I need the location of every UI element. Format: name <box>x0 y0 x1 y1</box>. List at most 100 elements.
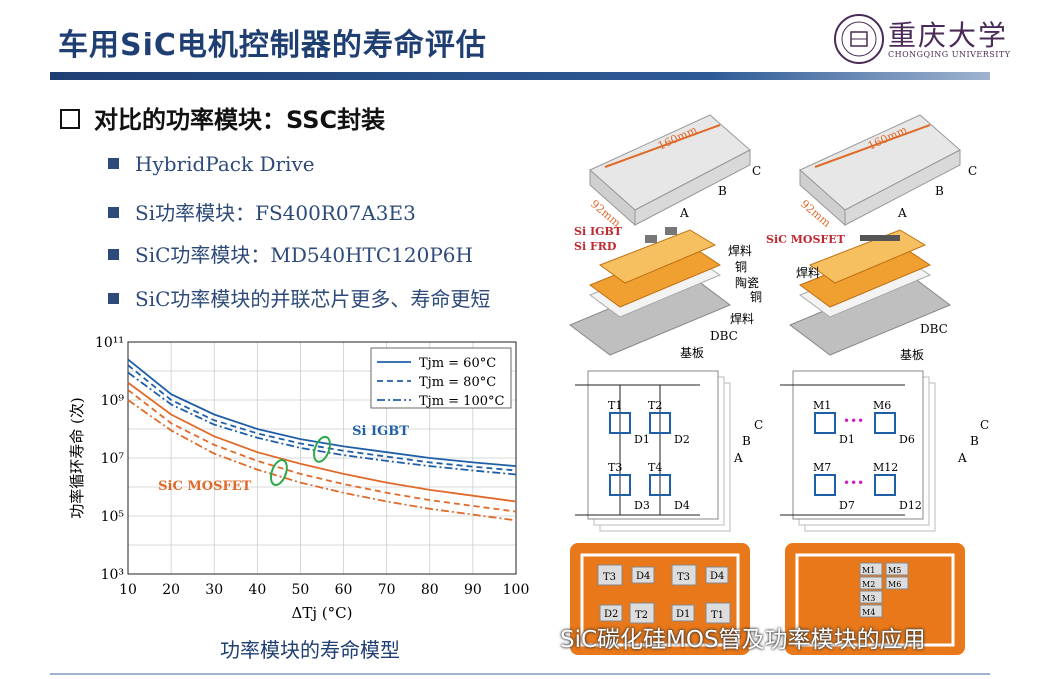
stack-label: Si IGBT <box>574 225 623 238</box>
power-module-figure: 160mm 160mm 92mm 92mm A B C A B C Si IGB… <box>569 114 989 655</box>
square-bullet-icon <box>108 158 119 169</box>
x-tick-label: 50 <box>292 582 310 598</box>
checkbox-bullet-icon <box>60 109 80 129</box>
square-bullet-icon <box>108 249 119 260</box>
device-label: D12 <box>899 499 922 512</box>
stack-label: 焊料 <box>728 243 752 258</box>
si-substrate-layout <box>570 543 750 655</box>
watermark-text: SiC碳化硅MOS管及功率模块的应用 <box>560 627 926 653</box>
stack-label: DBC <box>710 329 738 343</box>
chip-label: T3 <box>603 572 616 583</box>
annotation-label: SiC MOSFET <box>158 479 251 494</box>
device-label: D4 <box>674 499 690 512</box>
device-label: D1 <box>839 433 855 446</box>
stack-label: 焊料 <box>796 265 820 280</box>
device-label: D7 <box>839 499 855 512</box>
x-axis-label: ΔTj (°C) <box>292 604 353 622</box>
chip-label: D2 <box>604 609 618 620</box>
chip-label: M6 <box>888 580 901 589</box>
legend-box <box>370 347 512 409</box>
stack-label: 铜 <box>735 259 747 274</box>
terminal-label: A <box>733 451 743 465</box>
terminal-label: A <box>897 206 907 220</box>
x-tick-label: 10 <box>119 582 137 598</box>
chip-label: D4 <box>710 571 724 582</box>
stack-label: 陶瓷 <box>735 275 759 290</box>
sic-substrate-layout <box>785 543 965 655</box>
device-label: M12 <box>873 461 898 474</box>
series-line <box>127 364 517 472</box>
si-half-bridge-circuit <box>575 370 731 532</box>
stack-label: 焊料 <box>730 311 754 326</box>
plot-frame <box>127 341 517 575</box>
device-label: T2 <box>648 399 662 412</box>
bullet-item: HybridPack Drive <box>108 152 315 176</box>
x-tick-label: 30 <box>205 582 223 598</box>
slide-title: 车用SiC电机控制器的寿命评估 <box>58 28 487 63</box>
y-tick-label: 10³ <box>101 567 124 583</box>
terminal-label: B <box>935 184 944 198</box>
square-bullet-icon <box>108 207 119 218</box>
y-axis-label: 功率循环寿命 (次) <box>68 397 86 518</box>
stack-label: 基板 <box>680 346 704 360</box>
terminal-label: C <box>980 418 989 432</box>
series-line <box>127 371 517 476</box>
series-line <box>127 399 517 522</box>
legend-label: Tjm = 60°C <box>419 356 496 371</box>
device-label: T4 <box>648 461 662 474</box>
annotation-ellipse <box>313 435 331 463</box>
square-bullet-icon <box>108 293 119 304</box>
chip-label: M3 <box>862 594 875 603</box>
stack-label: 铜 <box>750 289 762 304</box>
device-label: T3 <box>608 461 622 474</box>
svg-text:•••: ••• <box>843 414 864 428</box>
chip-label: T1 <box>711 610 724 621</box>
terminal-label: A <box>679 206 689 220</box>
sic-module-housing <box>799 114 961 227</box>
y-tick-label: 10⁵ <box>101 509 125 525</box>
terminal-label: C <box>754 418 763 432</box>
terminal-label: B <box>742 434 751 448</box>
x-tick-label: 40 <box>248 582 266 598</box>
sic-half-bridge-circuit: ••• ••• <box>780 370 936 532</box>
x-tick-label: 100 <box>503 582 530 598</box>
series-line <box>127 358 517 467</box>
chip-label: T3 <box>677 572 690 583</box>
svg-text:•••: ••• <box>843 476 864 490</box>
device-label: M7 <box>813 461 831 474</box>
sic-module-exploded-stack <box>789 229 951 356</box>
bottom-divider <box>50 673 990 675</box>
bullet-item: Si功率模块：FS400R07A3E3 <box>108 197 416 226</box>
stack-label: Si FRD <box>574 240 617 253</box>
device-label: M1 <box>813 399 831 412</box>
section-heading: 对比的功率模块：SSC封装 <box>60 100 385 135</box>
device-label: D2 <box>674 433 690 446</box>
bullet-item: SiC功率模块：MD540HTC120P6H <box>108 239 473 268</box>
si-module-housing <box>589 114 751 227</box>
terminal-label: A <box>957 451 967 465</box>
x-tick-label: 20 <box>162 582 180 598</box>
y-tick-label: 10⁹ <box>101 393 125 409</box>
title-underline-bar <box>50 72 990 80</box>
university-name-cn: 重庆大学 <box>888 19 1009 52</box>
device-label: D1 <box>634 433 650 446</box>
chip-label: M5 <box>888 566 901 575</box>
annotation-ellipse <box>269 459 288 486</box>
y-tick-label: 10⁷ <box>101 451 125 467</box>
series-line <box>127 381 517 503</box>
series-line <box>127 389 517 513</box>
device-label: D6 <box>899 433 915 446</box>
terminal-label: C <box>752 164 761 178</box>
annotation-label: Si IGBT <box>352 424 409 439</box>
chip-label: D1 <box>676 609 690 620</box>
university-name-en: CHONGQING UNIVERSITY <box>888 50 1011 59</box>
stack-label: DBC <box>920 322 948 336</box>
chip-label: M2 <box>862 580 875 589</box>
chip-label: T2 <box>635 610 648 621</box>
figure-caption: 功率模块的寿命模型 <box>220 638 400 662</box>
x-tick-label: 80 <box>421 582 439 598</box>
chip-label: D4 <box>636 571 650 582</box>
chip-label: M1 <box>862 566 875 575</box>
stack-label: 基板 <box>900 348 924 362</box>
chip-label: M4 <box>862 608 875 617</box>
